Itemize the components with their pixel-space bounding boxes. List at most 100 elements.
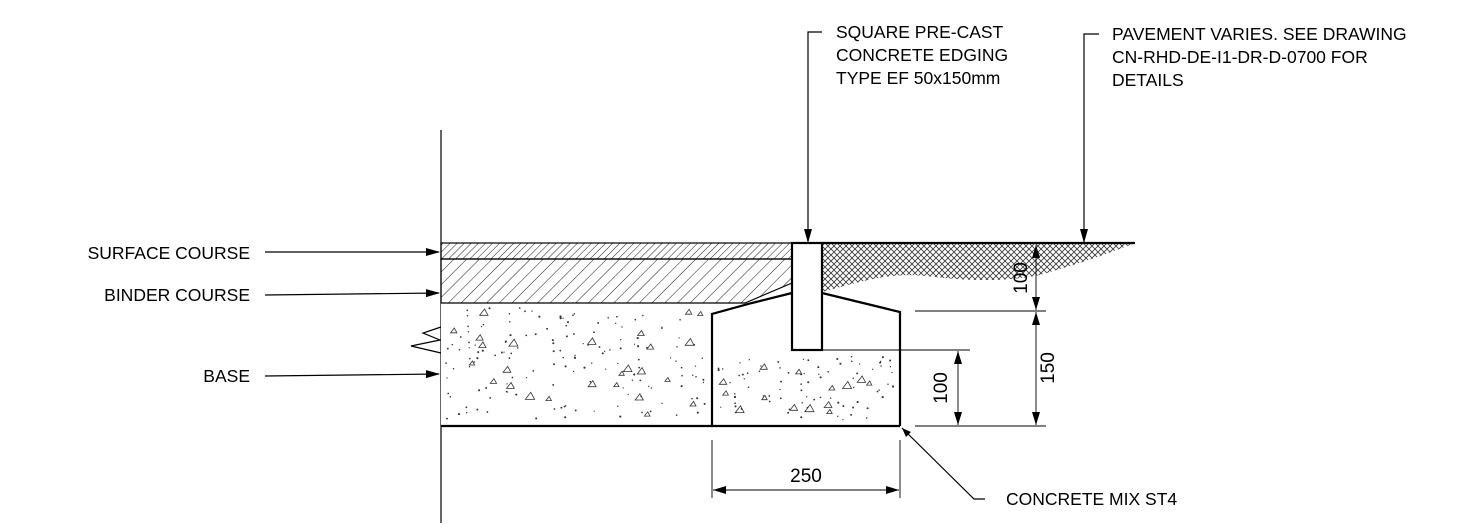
aggregate-stone xyxy=(825,408,833,414)
aggregate-dot xyxy=(601,352,604,355)
aggregate-dot xyxy=(504,341,507,343)
aggregate-dot xyxy=(446,377,448,379)
base-aggregate-texture xyxy=(445,307,706,420)
aggregate-dot xyxy=(465,411,468,414)
aggregate-dot xyxy=(760,365,762,367)
aggregate-stone xyxy=(475,333,484,341)
concrete-mix-leader-arrow xyxy=(902,428,911,437)
aggregate-dot xyxy=(819,396,822,399)
aggregate-dot xyxy=(779,397,782,400)
aggregate-dot xyxy=(477,351,480,354)
aggregate-dot xyxy=(865,417,868,419)
aggregate-dot xyxy=(449,395,452,398)
aggregate-stone xyxy=(803,403,815,413)
aggregate-dot xyxy=(852,406,855,409)
aggregate-dot xyxy=(858,363,861,365)
aggregate-dot xyxy=(583,366,586,369)
dim-foundation-height-arrow-top xyxy=(1032,312,1040,325)
aggregate-dot xyxy=(466,309,469,312)
base-layer xyxy=(441,303,712,426)
aggregate-dot xyxy=(587,344,589,346)
aggregate-stone xyxy=(841,380,853,389)
aggregate-stone xyxy=(636,329,645,336)
aggregate-dot xyxy=(633,373,636,376)
aggregate-dot xyxy=(780,380,783,383)
aggregate-stone xyxy=(636,366,647,375)
aggregate-dot xyxy=(694,365,697,367)
aggregate-dot xyxy=(866,407,869,410)
aggregate-dot xyxy=(531,310,533,312)
aggregate-stone xyxy=(643,411,651,417)
edging-leader xyxy=(804,31,822,243)
aggregate-dot xyxy=(500,351,503,354)
edging-label-line-1: SQUARE PRE-CAST xyxy=(836,22,1004,42)
concrete-mix-label: CONCRETE MIX ST4 xyxy=(1006,489,1177,509)
aggregate-dot xyxy=(572,333,575,335)
aggregate-dot xyxy=(459,336,462,338)
aggregate-dot xyxy=(787,372,790,374)
dim-width-arrow-right xyxy=(886,486,899,494)
aggregate-dot xyxy=(802,358,805,361)
aggregate-dot xyxy=(641,411,643,414)
aggregate-dot xyxy=(717,368,720,372)
aggregate-dot xyxy=(476,357,479,360)
aggregate-dot xyxy=(679,319,681,321)
aggregate-dot xyxy=(777,360,780,363)
aggregate-dot xyxy=(807,359,810,362)
aggregate-dot xyxy=(552,383,555,386)
aggregate-dot xyxy=(889,366,892,368)
aggregate-stone xyxy=(489,377,498,384)
aggregate-dot xyxy=(889,359,892,362)
aggregate-dot xyxy=(891,385,895,388)
aggregate-dot xyxy=(478,389,481,392)
aggregate-dot xyxy=(637,358,640,361)
aggregate-dot xyxy=(572,314,574,316)
aggregate-dot xyxy=(559,315,562,318)
binder-course-layer xyxy=(440,258,793,304)
aggregate-dot xyxy=(817,366,820,369)
aggregate-dot xyxy=(702,378,705,381)
aggregate-stone xyxy=(721,390,730,396)
aggregate-dot xyxy=(565,335,568,338)
aggregate-stone xyxy=(718,377,728,385)
aggregate-dot xyxy=(538,315,541,318)
aggregate-dot xyxy=(648,385,650,387)
aggregate-dot xyxy=(836,357,839,361)
aggregate-dot xyxy=(787,411,790,414)
aggregate-dot xyxy=(524,310,526,313)
aggregate-dot xyxy=(880,365,882,367)
aggregate-stone xyxy=(789,403,799,411)
aggregate-dot xyxy=(734,405,737,408)
aggregate-dot xyxy=(572,370,575,373)
aggregate-dot xyxy=(552,350,555,353)
aggregate-dot xyxy=(680,366,683,369)
aggregate-dot xyxy=(603,350,606,353)
aggregate-dot xyxy=(649,410,652,413)
aggregate-dot xyxy=(609,349,611,351)
aggregate-dot xyxy=(494,354,497,357)
aggregate-dot xyxy=(881,356,884,359)
aggregate-dot xyxy=(827,370,830,373)
aggregate-dot xyxy=(503,351,505,353)
aggregate-stone xyxy=(502,365,512,373)
aggregate-dot xyxy=(739,362,741,364)
aggregate-dot xyxy=(702,381,705,384)
aggregate-dot xyxy=(551,339,554,342)
aggregate-dot xyxy=(680,385,683,388)
aggregate-dot xyxy=(743,378,746,380)
dim-foundation-height-text: 150 xyxy=(1038,352,1059,384)
aggregate-dot xyxy=(485,386,488,389)
aggregate-stone xyxy=(684,308,693,315)
surface-course-label: SURFACE COURSE xyxy=(88,243,250,263)
aggregate-stone xyxy=(477,341,487,348)
aggregate-dot xyxy=(534,333,537,336)
aggregate-dot xyxy=(511,376,514,379)
aggregate-dot xyxy=(879,360,882,363)
concrete-haunch xyxy=(712,293,900,426)
aggregate-dot xyxy=(741,373,744,376)
aggregate-stone xyxy=(508,338,519,347)
aggregate-dot xyxy=(692,374,694,376)
aggregate-dot xyxy=(480,326,483,328)
aggregate-stone xyxy=(823,400,833,408)
